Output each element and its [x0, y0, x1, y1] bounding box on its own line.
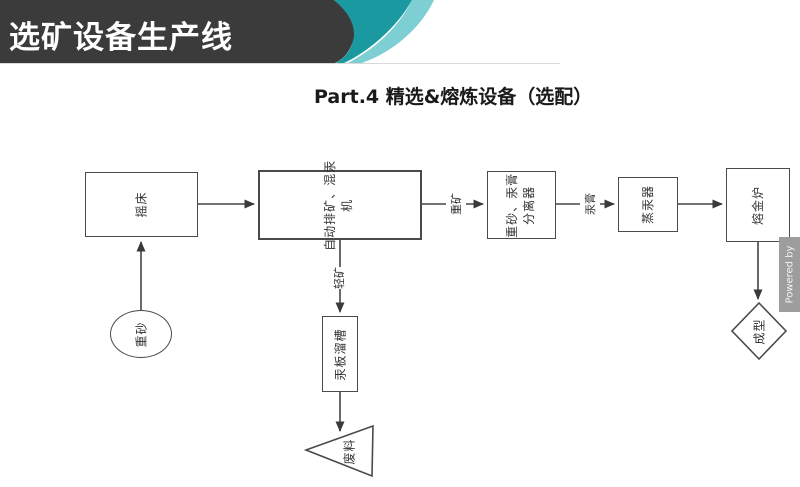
node-waste-label: 废料	[342, 437, 357, 465]
node-separator-label-line2: 分离器	[522, 185, 537, 225]
node-amalgamator-label-line2: 机	[340, 198, 355, 212]
banner-decoration	[0, 0, 434, 63]
node-mercury-retort: 蒸汞器	[618, 177, 678, 232]
edge-label-light-ore-text: 轻矿	[329, 267, 349, 289]
node-mercury-plate-sluice: 汞板溜槽	[322, 316, 358, 392]
node-mercury-retort-label: 蒸汞器	[641, 184, 656, 225]
node-gold-furnace-label: 熔金炉	[751, 185, 766, 225]
edge-label-heavy-ore: 重矿	[444, 183, 468, 225]
powered-by-watermark: Powered by	[779, 237, 800, 312]
node-waste: 废料	[327, 430, 371, 472]
node-separator: 重砂、汞膏 分离器	[487, 171, 556, 239]
node-molding: 成型	[737, 311, 781, 351]
node-shaking-table: 摇床	[85, 172, 198, 237]
node-gold-furnace: 熔金炉	[726, 168, 790, 242]
edge-label-mercury-paste: 汞膏	[578, 183, 602, 225]
node-mercury-plate-sluice-label: 汞板溜槽	[333, 327, 348, 381]
node-heavy-sand: 重砂	[110, 310, 172, 358]
slide-subtitle: Part.4 精选&熔炼设备（选配）	[314, 86, 593, 108]
header-divider	[0, 63, 560, 64]
node-amalgamator-label: 自动排矿、混汞 机	[323, 159, 358, 250]
node-heavy-sand-label: 重砂	[134, 320, 149, 348]
molding-diamond-shape	[730, 301, 788, 361]
waste-triangle-shape	[303, 424, 374, 478]
node-amalgamator-label-line1: 自动排矿、混汞	[323, 159, 338, 251]
edge-label-mercury-paste-text: 汞膏	[580, 193, 600, 215]
powered-by-watermark-text: Powered by	[784, 245, 795, 304]
node-shaking-table-label: 摇床	[134, 191, 149, 218]
banner-wave-dark-teal	[334, 0, 412, 63]
node-separator-label: 重砂、汞膏 分离器	[504, 172, 539, 237]
node-amalgamator: 自动排矿、混汞 机	[258, 159, 422, 251]
banner-wave-light-teal	[348, 0, 434, 63]
banner-background	[0, 0, 355, 63]
edge-label-light-ore: 轻矿	[327, 257, 351, 299]
page-title: 选矿设备生产线	[9, 20, 233, 56]
node-molding-label: 成型	[752, 317, 767, 345]
edge-label-heavy-ore-text: 重矿	[446, 193, 466, 215]
node-separator-label-line1: 重砂、汞膏	[505, 172, 520, 238]
